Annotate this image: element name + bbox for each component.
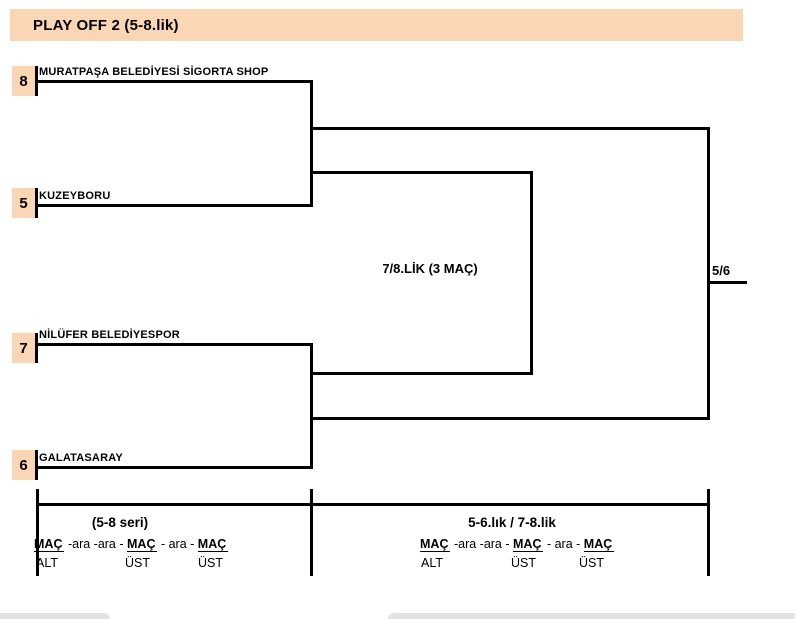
schedule-top-rule (36, 503, 710, 506)
team-5-tick-line (35, 188, 38, 218)
break-label: -ara -ara - (67, 537, 124, 551)
consolation-match-label: 7/8.LİK (3 MAÇ) (382, 261, 478, 276)
team-6-tick-line (35, 450, 38, 480)
schedule-left-position-2: ÜST (125, 556, 150, 570)
team-7-tick-line (35, 333, 38, 363)
schedule-tick-left (36, 489, 39, 576)
team-6-seed-badge: 6 (12, 450, 35, 480)
winner-top-line (310, 127, 710, 130)
loser-top-line (310, 171, 533, 174)
schedule-left-position-3: ÜST (198, 556, 223, 570)
bottom-left-tab-edge[interactable] (0, 613, 110, 619)
final-placement-underline (707, 281, 747, 284)
schedule-tick-middle (310, 489, 313, 576)
final-connector-line (707, 127, 710, 420)
schedule-left-position-1: ALT (36, 556, 58, 570)
bottom-right-tab-edge[interactable] (388, 613, 795, 619)
schedule-left-title: (5-8 seri) (91, 515, 149, 530)
consolation-connector-line (530, 171, 533, 375)
schedule-tick-right (707, 489, 710, 576)
team-7-seed-badge: 7 (12, 333, 35, 363)
team-7-name: NİLÜFER BELEDİYESPOR (39, 329, 180, 341)
schedule-right-series-row: MAÇ -ara -ara - MAÇ - ara - MAÇ (420, 537, 615, 552)
schedule-right-title: 5-6.lık / 7-8.lik (468, 515, 556, 530)
schedule-left-series-row: MAÇ -ara -ara - MAÇ - ara - MAÇ (34, 537, 229, 552)
team-8-underline (35, 80, 313, 83)
match-bottom-connector-line (310, 343, 313, 469)
break-label: - ara - (546, 537, 581, 551)
match-label: MAÇ (34, 537, 65, 552)
page-title: PLAY OFF 2 (5-8.lik) (33, 16, 179, 34)
team-8-name: MURATPAŞA BELEDİYESİ SİGORTA SHOP (39, 66, 269, 78)
team-5-seed-badge: 5 (12, 188, 35, 218)
break-label: -ara -ara - (453, 537, 510, 551)
match-label: MAÇ (420, 537, 451, 552)
match-label: MAÇ (127, 537, 158, 552)
final-placement-label: 5/6 (712, 263, 731, 278)
team-5-name: KUZEYBORU (39, 190, 111, 202)
schedule-right-position-3: ÜST (579, 556, 604, 570)
team-5-underline (35, 204, 313, 207)
match-top-connector-line (310, 80, 313, 207)
page-title-band: PLAY OFF 2 (5-8.lik) (10, 9, 743, 41)
team-6-underline (35, 466, 313, 469)
team-7-underline (35, 343, 313, 346)
loser-bottom-line (310, 372, 533, 375)
match-label: MAÇ (513, 537, 544, 552)
winner-bottom-line (310, 417, 710, 420)
break-label: - ara - (160, 537, 195, 551)
schedule-right-position-1: ALT (421, 556, 443, 570)
match-label: MAÇ (197, 537, 229, 552)
schedule-right-position-2: ÜST (511, 556, 536, 570)
team-6-name: GALATASARAY (39, 452, 123, 464)
team-8-seed-badge: 8 (12, 66, 35, 96)
match-label: MAÇ (583, 537, 615, 552)
